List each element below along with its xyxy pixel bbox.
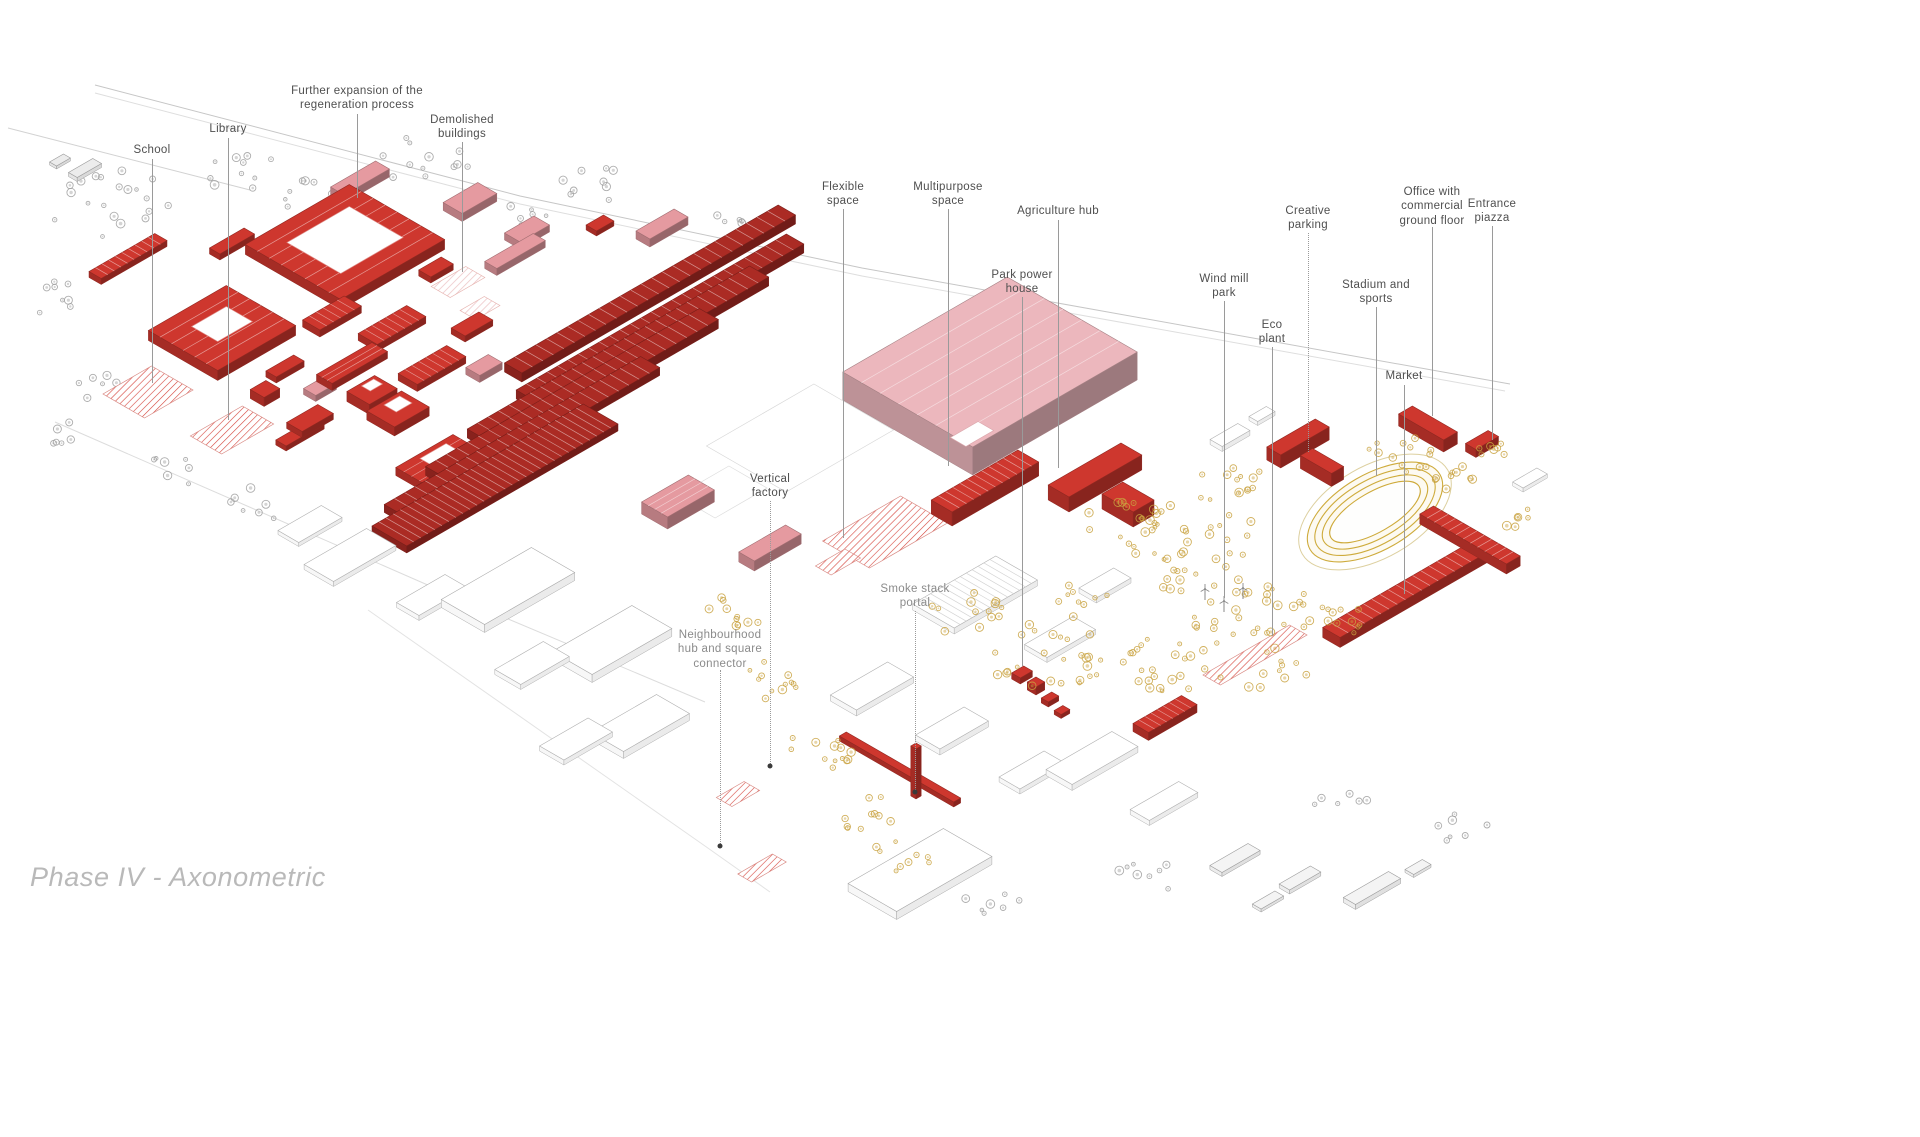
label-text-flexible-space: Flexible space xyxy=(821,181,865,208)
label-text-agriculture-hub: Agriculture hub xyxy=(1017,205,1099,217)
leader-line-library xyxy=(228,138,229,420)
leader-line-multipurpose-space xyxy=(948,209,949,466)
leader-line-agriculture-hub xyxy=(1058,220,1059,468)
label-text-entrance-piazza: Entrance piazza xyxy=(1467,198,1517,225)
label-eco-plant: Eco plant xyxy=(1259,318,1285,347)
label-market: Market xyxy=(1386,369,1423,383)
label-entrance-piazza: Entrance piazza xyxy=(1468,197,1516,226)
label-further-expansion: Further expansion of the regeneration pr… xyxy=(291,84,423,113)
label-smoke-stack-portal: Smoke stack portal xyxy=(880,582,949,611)
leader-line-vertical-factory xyxy=(770,501,771,766)
label-school: School xyxy=(134,143,171,157)
label-text-stadium-sports: Stadium and sports xyxy=(1342,279,1410,306)
label-park-power-house: Park power house xyxy=(991,268,1052,297)
label-stadium-sports: Stadium and sports xyxy=(1342,278,1410,307)
leader-line-further-expansion xyxy=(357,114,358,198)
leader-dot-vertical-factory xyxy=(767,763,773,769)
drawing-title: Phase IV - Axonometric xyxy=(30,862,326,892)
leader-line-office-commercial xyxy=(1432,227,1433,416)
leader-line-demolished-buildings xyxy=(462,142,463,272)
label-text-vertical-factory: Vertical factory xyxy=(749,473,791,500)
label-multipurpose-space: Multipurpose space xyxy=(913,180,982,209)
label-flexible-space: Flexible space xyxy=(822,180,864,209)
scene xyxy=(7,84,1548,920)
label-creative-parking: Creative parking xyxy=(1285,204,1330,233)
label-text-school: School xyxy=(133,144,171,156)
leader-line-school xyxy=(152,159,153,383)
leader-line-park-power-house xyxy=(1022,297,1023,666)
leader-line-wind-mill-park xyxy=(1224,301,1225,598)
label-text-eco-plant: Eco plant xyxy=(1258,319,1286,346)
leader-line-neighbourhood-hub xyxy=(720,670,721,846)
label-text-office-commercial: Office with commercial ground floor xyxy=(1399,186,1465,227)
label-vertical-factory: Vertical factory xyxy=(750,472,790,501)
label-wind-mill-park: Wind mill park xyxy=(1199,272,1248,301)
label-library: Library xyxy=(209,122,246,136)
leader-line-eco-plant xyxy=(1272,347,1273,636)
label-text-market: Market xyxy=(1385,370,1423,382)
label-text-demolished-buildings: Demolished buildings xyxy=(430,114,494,141)
label-neighbourhood-hub: Neighbourhood hub and square connector xyxy=(678,628,762,671)
leader-line-entrance-piazza xyxy=(1492,226,1493,440)
leader-line-flexible-space xyxy=(843,209,844,538)
label-text-smoke-stack-portal: Smoke stack portal xyxy=(880,583,950,610)
label-office-commercial: Office with commercial ground floor xyxy=(1400,185,1465,228)
label-text-neighbourhood-hub: Neighbourhood hub and square connector xyxy=(677,629,763,670)
label-text-wind-mill-park: Wind mill park xyxy=(1199,273,1249,300)
leader-line-market xyxy=(1404,385,1405,594)
label-text-library: Library xyxy=(209,123,247,135)
label-text-multipurpose-space: Multipurpose space xyxy=(913,181,983,208)
leader-line-creative-parking xyxy=(1308,233,1309,452)
label-text-further-expansion: Further expansion of the regeneration pr… xyxy=(291,85,423,112)
leader-dot-smoke-stack-portal xyxy=(912,789,918,795)
leader-line-smoke-stack-portal xyxy=(915,611,916,792)
label-text-creative-parking: Creative parking xyxy=(1285,205,1331,232)
leader-dot-neighbourhood-hub xyxy=(717,843,723,849)
label-agriculture-hub: Agriculture hub xyxy=(1017,204,1099,218)
leader-line-stadium-sports xyxy=(1376,307,1377,476)
label-text-park-power-house: Park power house xyxy=(991,269,1053,296)
label-demolished-buildings: Demolished buildings xyxy=(430,113,494,142)
